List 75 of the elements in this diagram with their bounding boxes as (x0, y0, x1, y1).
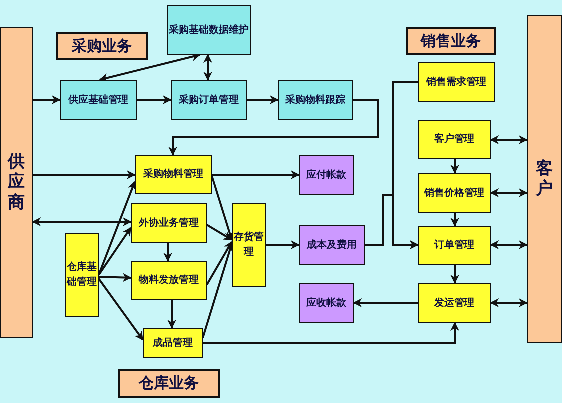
box-label: 成本及费用 (307, 238, 357, 252)
box-label: 订单管理 (434, 238, 474, 253)
process-box (278, 80, 353, 120)
arrow (168, 99, 379, 156)
arrow (490, 188, 528, 198)
box-label: 外协业务管理 (139, 216, 199, 230)
arrow (99, 52, 201, 82)
arrow (164, 243, 172, 262)
box-label: 应付帐款 (306, 168, 346, 182)
arrow (137, 96, 172, 104)
process-box (143, 328, 203, 358)
arrow (203, 322, 460, 344)
box-label: 存货管理 (233, 230, 265, 260)
arrow (490, 136, 528, 144)
box-label: 发运管理 (434, 296, 474, 310)
arrow (98, 278, 144, 341)
arrow (168, 300, 176, 329)
box-label: 销售业务 (421, 30, 481, 52)
box-label: 采购物料跟踪 (286, 94, 346, 108)
process-box (418, 62, 495, 102)
arrow (450, 159, 460, 174)
process-box (131, 203, 207, 243)
arrow (33, 96, 61, 104)
section-heading-box (406, 27, 496, 55)
section-heading-box (118, 369, 220, 398)
box-label: 采购订单管理 (179, 94, 239, 108)
box-label: 采购业务 (72, 36, 132, 57)
arrow (98, 181, 136, 276)
box-label: 供应商 (8, 152, 26, 214)
box-label: 销售价格管理 (424, 186, 484, 200)
arrow (450, 213, 460, 227)
box-label: 成品管理 (153, 336, 193, 350)
box-label: 供应基础管理 (68, 93, 128, 108)
arrow (392, 81, 419, 250)
arrow (206, 224, 233, 241)
box-label: 客户管理 (434, 132, 474, 147)
arrow (98, 227, 132, 276)
arrow (490, 240, 528, 250)
process-box (167, 5, 251, 55)
arrow (353, 298, 418, 308)
arrow (33, 170, 136, 180)
process-box (60, 80, 137, 120)
box-label: 物料发放管理 (139, 274, 199, 288)
arrow (206, 241, 233, 286)
process-box (65, 233, 99, 317)
arrow (32, 218, 132, 226)
arrow (212, 170, 300, 180)
box-label: 销售需求管理 (426, 76, 486, 90)
process-box (418, 226, 491, 265)
process-box (131, 261, 207, 300)
box-label: 客户 (536, 158, 554, 200)
account-box (299, 225, 365, 265)
arrow (211, 176, 234, 241)
account-box (299, 155, 354, 195)
arrow (247, 96, 279, 104)
arrow (266, 240, 300, 250)
arrow (98, 273, 132, 282)
account-box (299, 283, 354, 323)
box-label: 仓库基础管理 (66, 260, 98, 290)
box-label: 采购基础数据维护 (169, 23, 249, 38)
party-bar (0, 27, 33, 338)
process-box (418, 283, 491, 323)
box-label: 应收帐款 (306, 296, 346, 310)
box-label: 仓库业务 (139, 373, 199, 394)
arrow (450, 265, 460, 284)
section-heading-box (56, 32, 148, 60)
box-label: 采购物料管理 (144, 168, 204, 182)
party-bar (527, 15, 562, 343)
process-box (418, 120, 491, 159)
process-box (135, 155, 212, 194)
arrow (490, 298, 528, 308)
process-box (418, 173, 491, 213)
process-box (232, 203, 266, 287)
arrow (204, 54, 212, 81)
process-box (171, 80, 247, 120)
